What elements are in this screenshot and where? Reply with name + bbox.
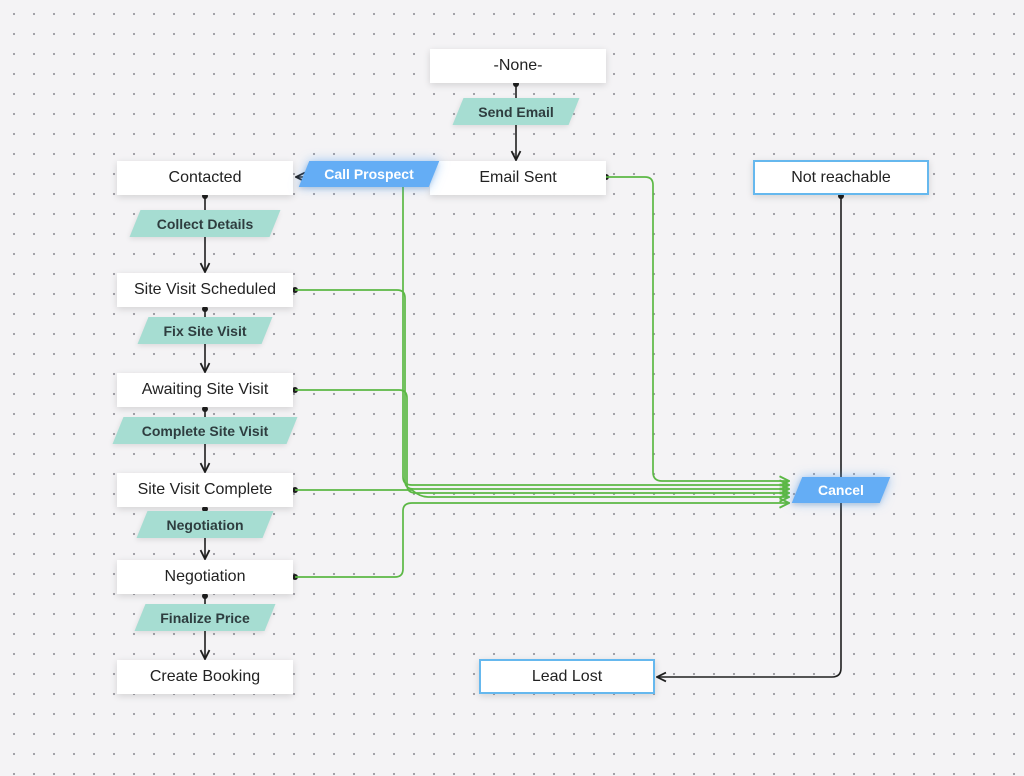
state-site-visit-complete-label: Site Visit Complete bbox=[137, 481, 273, 498]
state-lead-lost[interactable]: Lead Lost bbox=[479, 659, 655, 694]
transition-send-email[interactable]: Send Email bbox=[452, 98, 580, 125]
state-not-reachable[interactable]: Not reachable bbox=[753, 160, 929, 195]
cancel-flow-connectors bbox=[295, 176, 789, 578]
state-contacted[interactable]: Contacted bbox=[117, 161, 293, 195]
state-none-label: -None- bbox=[493, 57, 543, 74]
transition-collect-details-label: Collect Details bbox=[156, 215, 254, 232]
transition-cancel-label: Cancel bbox=[818, 482, 864, 498]
transition-negotiation[interactable]: Negotiation bbox=[136, 511, 274, 538]
transition-collect-details[interactable]: Collect Details bbox=[129, 210, 281, 237]
transition-finalize-price[interactable]: Finalize Price bbox=[134, 604, 276, 631]
state-email-sent-label: Email Sent bbox=[479, 169, 557, 186]
state-not-reachable-label: Not reachable bbox=[791, 168, 891, 186]
transition-send-email-label: Send Email bbox=[478, 103, 554, 120]
transition-complete-site-visit[interactable]: Complete Site Visit bbox=[112, 417, 298, 444]
state-site-visit-complete[interactable]: Site Visit Complete bbox=[117, 473, 293, 507]
state-none[interactable]: -None- bbox=[430, 49, 606, 83]
state-email-sent[interactable]: Email Sent bbox=[430, 161, 606, 195]
state-contacted-label: Contacted bbox=[168, 169, 242, 186]
state-create-booking-label: Create Booking bbox=[149, 668, 261, 685]
transition-fix-site-visit[interactable]: Fix Site Visit bbox=[137, 317, 273, 344]
transition-fix-site-visit-label: Fix Site Visit bbox=[163, 322, 247, 339]
state-negotiation-label: Negotiation bbox=[164, 568, 246, 585]
transition-call-prospect[interactable]: Call Prospect bbox=[298, 161, 440, 187]
state-negotiation[interactable]: Negotiation bbox=[117, 560, 293, 594]
state-create-booking[interactable]: Create Booking bbox=[117, 660, 293, 694]
transition-negotiation-label: Negotiation bbox=[166, 516, 244, 533]
state-awaiting-site-visit-label: Awaiting Site Visit bbox=[141, 381, 269, 398]
state-site-visit-scheduled-label: Site Visit Scheduled bbox=[133, 281, 276, 298]
connection-dots bbox=[202, 81, 844, 599]
state-awaiting-site-visit[interactable]: Awaiting Site Visit bbox=[117, 373, 293, 407]
transition-call-prospect-label: Call Prospect bbox=[324, 166, 414, 182]
transition-complete-site-visit-label: Complete Site Visit bbox=[141, 422, 269, 439]
transition-finalize-price-label: Finalize Price bbox=[160, 609, 250, 626]
state-site-visit-scheduled[interactable]: Site Visit Scheduled bbox=[117, 273, 293, 307]
state-lead-lost-label: Lead Lost bbox=[531, 667, 603, 685]
transition-cancel[interactable]: Cancel bbox=[791, 477, 891, 503]
